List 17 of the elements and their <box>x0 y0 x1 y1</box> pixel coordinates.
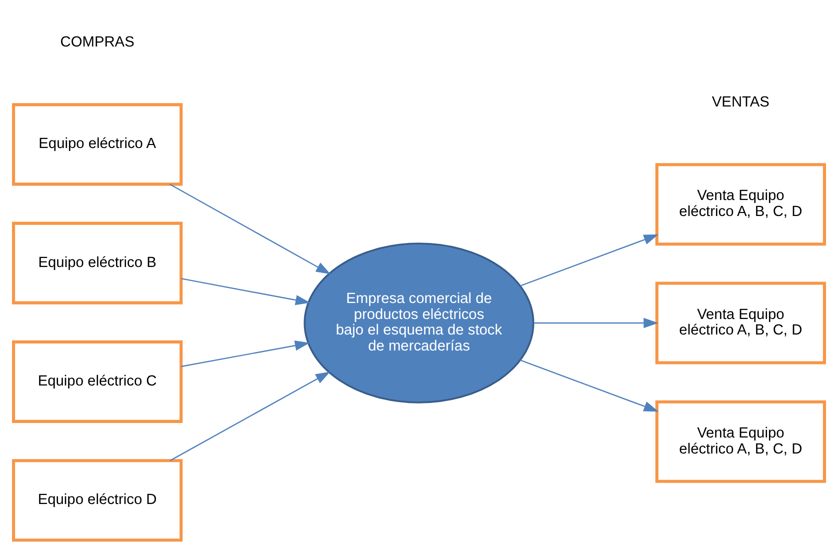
node-box: Equipo eléctrico A <box>12 102 183 186</box>
arrow <box>520 359 659 412</box>
node-box: Venta Equipo eléctrico A, B, C, D <box>655 400 826 482</box>
node-box: Equipo eléctrico D <box>12 458 183 542</box>
label: VENTAS <box>712 94 770 110</box>
node-box: Equipo eléctrico B <box>12 221 183 304</box>
arrow <box>170 371 330 461</box>
label: COMPRAS <box>60 34 134 50</box>
node-box: Venta Equipo eléctrico A, B, C, D <box>655 162 826 246</box>
arrow <box>181 340 310 367</box>
arrow <box>170 183 331 274</box>
node-ellipse: Empresa comercial de productos eléctricos bajo el esquema de stock de mercaderías <box>304 242 534 403</box>
arrow <box>181 277 310 305</box>
arrow <box>520 234 659 286</box>
node-box: Equipo eléctrico C <box>12 340 183 422</box>
node-box: Venta Equipo eléctrico A, B, C, D <box>655 281 826 364</box>
arrow <box>534 317 658 328</box>
